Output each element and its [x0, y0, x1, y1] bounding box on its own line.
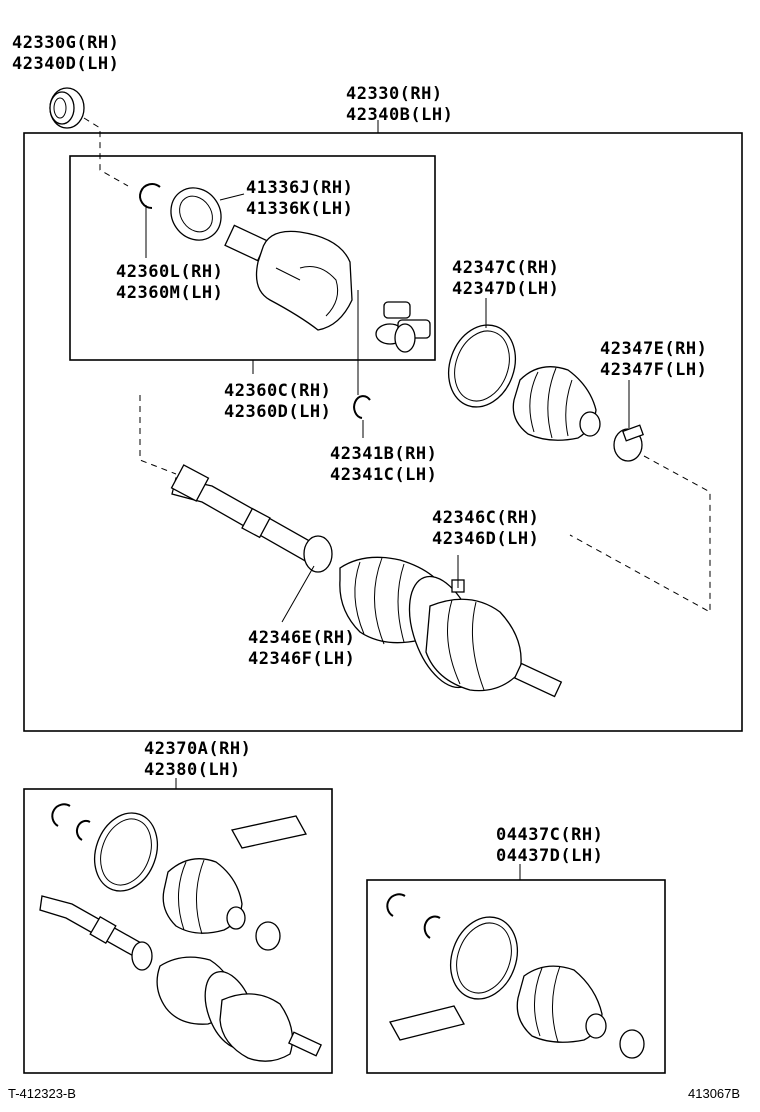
oil-seal-part	[170, 187, 222, 241]
boot-kit-contents	[386, 893, 645, 1059]
boot-kit-frame	[366, 879, 666, 1074]
part-label-04437C: 04437C(RH) 04437D(LH)	[496, 825, 604, 866]
inboard-joint-housing	[224, 224, 353, 331]
tripod-part	[375, 301, 431, 353]
kit-frame-left	[23, 788, 333, 1074]
part-label-42347E: 42347E(RH) 42347F(LH)	[600, 339, 708, 380]
part-label-42346E: 42346E(RH) 42346F(LH)	[248, 628, 356, 669]
part-label-42360C: 42360C(RH) 42360D(LH)	[224, 381, 332, 422]
part-label-42346C: 42346C(RH) 42346D(LH)	[432, 508, 540, 549]
part-label-42360L: 42360L(RH) 42360M(LH)	[116, 262, 224, 303]
seal-ring-part	[49, 87, 85, 129]
part-label-42341B: 42341B(RH) 42341C(LH)	[330, 444, 438, 485]
inboard-boot-part	[512, 366, 601, 441]
part-label-42347C: 42347C(RH) 42347D(LH)	[452, 258, 560, 299]
figure-code-left: T-412323-B	[8, 1086, 76, 1101]
assembly-frame	[23, 132, 743, 732]
figure-code-right: 413067B	[688, 1086, 741, 1101]
boot-clamp-part	[613, 424, 645, 462]
kit-left-contents	[39, 803, 322, 1062]
drive-shaft-part	[170, 464, 563, 698]
part-label-42330: 42330(RH) 42340B(LH)	[346, 84, 454, 125]
part-label-41336J: 41336J(RH) 41336K(LH)	[246, 178, 354, 219]
part-label-42370A: 42370A(RH) 42380(LH)	[144, 739, 252, 780]
part-label-42330G: 42330G(RH) 42340D(LH)	[12, 33, 120, 74]
boot-band-part	[448, 324, 516, 408]
